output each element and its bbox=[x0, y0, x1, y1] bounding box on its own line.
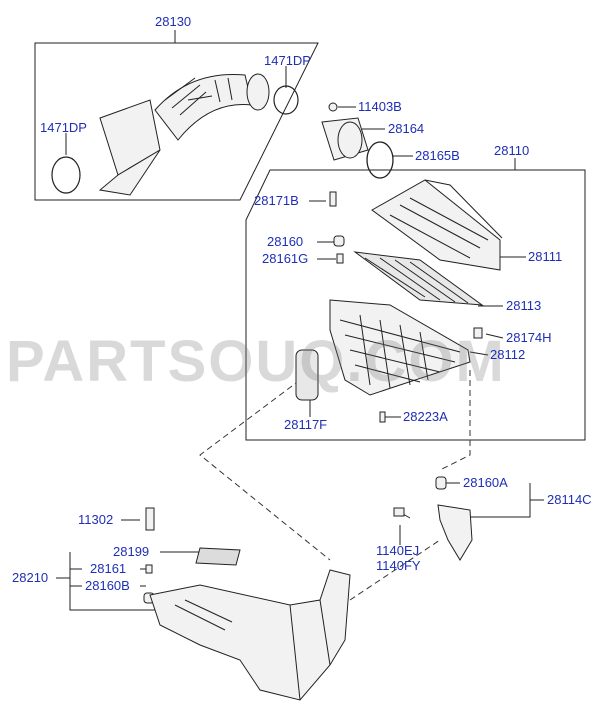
label-28199[interactable]: 28199 bbox=[113, 544, 150, 559]
dash-line-a bbox=[199, 379, 331, 561]
label-28160b[interactable]: 28160B bbox=[85, 578, 130, 593]
part-28164-sensor bbox=[321, 117, 369, 161]
group-frame-28110 bbox=[245, 169, 586, 441]
label-28110[interactable]: 28110 bbox=[494, 143, 530, 158]
group-frame-28130 bbox=[34, 42, 319, 201]
part-11403b-bolt bbox=[328, 102, 338, 112]
label-28130[interactable]: 28130 bbox=[155, 14, 192, 29]
label-28111[interactable]: 28111 bbox=[528, 249, 563, 264]
label-28113[interactable]: 28113 bbox=[506, 298, 542, 313]
part-28165b-ring bbox=[366, 141, 394, 179]
leader-28174h bbox=[485, 333, 504, 339]
label-1140fy[interactable]: 1140FY bbox=[376, 558, 421, 573]
label-28223a[interactable]: 28223A bbox=[403, 409, 448, 424]
label-28112[interactable]: 28112 bbox=[490, 347, 526, 362]
dash-line-b bbox=[439, 370, 471, 471]
label-1471dp-top[interactable]: 1471DP bbox=[264, 53, 311, 68]
part-28114c-bracket bbox=[393, 504, 473, 561]
label-11403b[interactable]: 11403B bbox=[358, 99, 402, 114]
part-28199-sticker bbox=[195, 547, 241, 566]
bracket-28210 bbox=[69, 552, 160, 611]
label-28114c[interactable]: 28114C bbox=[547, 492, 592, 507]
part-28117f-pad bbox=[295, 349, 319, 401]
label-28165b[interactable]: 28165B bbox=[415, 148, 460, 163]
label-28171b[interactable]: 28171B bbox=[254, 193, 299, 208]
label-28164[interactable]: 28164 bbox=[388, 121, 425, 136]
label-28210[interactable]: 28210 bbox=[12, 570, 49, 585]
label-11302[interactable]: 11302 bbox=[78, 512, 114, 527]
leader-28112 bbox=[469, 351, 489, 356]
dash-line-c bbox=[349, 539, 441, 601]
label-28161[interactable]: 28161 bbox=[90, 561, 127, 576]
part-28113-filter bbox=[353, 251, 484, 306]
label-28160a[interactable]: 28160A bbox=[463, 475, 508, 490]
label-1140ej[interactable]: 1140EJ bbox=[376, 543, 420, 558]
part-1471dp-clamps bbox=[51, 85, 299, 194]
label-28160[interactable]: 28160 bbox=[267, 234, 304, 249]
label-28161g[interactable]: 28161G bbox=[262, 251, 309, 266]
label-28174h[interactable]: 28174H bbox=[506, 330, 552, 345]
part-28130-hose bbox=[98, 73, 270, 196]
part-28210-resonator bbox=[149, 569, 351, 701]
label-28117f[interactable]: 28117F bbox=[284, 417, 328, 432]
label-1471dp-left[interactable]: 1471DP bbox=[40, 120, 87, 135]
bracket-28114c bbox=[470, 483, 531, 518]
part-28112-body bbox=[329, 299, 471, 396]
part-28111-cover bbox=[371, 179, 503, 271]
